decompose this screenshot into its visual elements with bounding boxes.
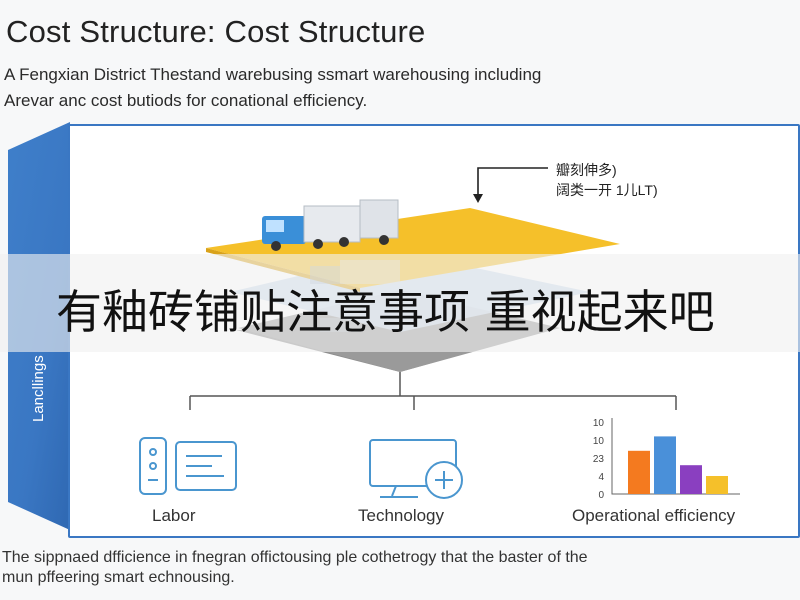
annotation-line-2: 阔类一开 1儿LT): [556, 182, 658, 198]
mini-chart-bar: [706, 476, 728, 494]
item-label-technology: Technology: [358, 506, 445, 525]
connector-lines: [189, 372, 677, 410]
mini-chart-bar: [654, 436, 676, 494]
subtitle-line-1: A Fengxian District Thestand warebusing …: [4, 65, 542, 84]
mini-chart-tick-label: 23: [593, 454, 605, 465]
overlay-caption: 有釉砖铺贴注意事项 重视起来吧: [56, 285, 715, 339]
overlay-band: [0, 254, 800, 352]
subtitle: A Fengxian District Thestand warebusing …: [4, 62, 784, 114]
annotation-arrow: [477, 167, 548, 196]
annotation-arrowhead: [473, 194, 483, 203]
bar-chart-icon: 10 10 23 4 0: [593, 418, 740, 501]
mini-chart-tick-label: 10: [593, 418, 605, 429]
footer-line-1: The sippnaed dfficience in fnegran offic…: [2, 549, 588, 566]
item-label-operational-efficiency: Operational efficiency: [572, 506, 736, 525]
mini-chart-bar: [628, 450, 650, 494]
truck-icon: [262, 199, 399, 251]
mini-chart-bar: [680, 465, 702, 494]
annotation: 瓣刻伸多) 阔类一开 1儿LT): [556, 160, 658, 200]
mini-chart-tick-label: 0: [598, 490, 604, 501]
footer-line-2: mun pffeering smart echnousing.: [2, 569, 235, 586]
item-label-labor: Labor: [152, 506, 196, 525]
monitor-add-icon: [369, 439, 463, 499]
subtitle-line-2: Arevar anc cost butiods for conational e…: [4, 91, 368, 110]
footer-text: The sippnaed dfficience in fnegran offic…: [2, 548, 792, 588]
page-title: Cost Structure: Cost Structure: [6, 14, 426, 49]
mini-chart-tick-label: 4: [598, 472, 604, 483]
mini-chart-tick-label: 10: [593, 436, 605, 447]
annotation-line-1: 瓣刻伸多): [556, 162, 617, 178]
document-id-icon: [139, 437, 237, 495]
